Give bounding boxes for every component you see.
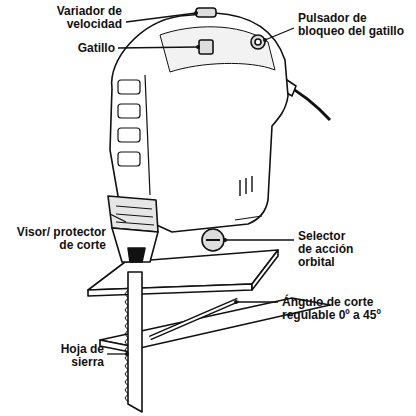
- part-label: Pulsador de bloqueo del gatillo: [298, 12, 412, 38]
- part-label: Selector de acción orbital: [298, 230, 360, 269]
- part-label: Variador de velocidad: [42, 5, 122, 31]
- part-label: Hoja de sierra: [50, 343, 104, 369]
- part-label: Ángulo de corte regulable 0º a 45º: [282, 296, 408, 322]
- part-label: Gatillo: [40, 42, 115, 55]
- part-label: Visor/ protector de corte: [2, 226, 106, 252]
